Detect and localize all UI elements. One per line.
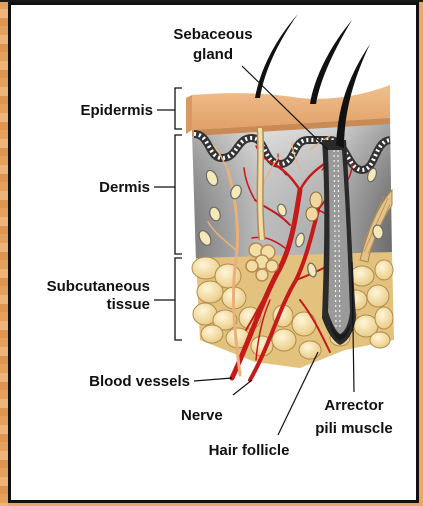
- blood-vessels-label: Blood vessels: [89, 373, 190, 390]
- subcutaneous-label: Subcutaneous: [47, 278, 150, 295]
- sebaceous-gland-label-2: gland: [193, 46, 233, 63]
- sebaceous-gland-label: Sebaceous: [173, 26, 252, 43]
- subcutaneous-layer: [192, 252, 394, 368]
- dermis-label: Dermis: [99, 179, 150, 196]
- layer-brackets: [175, 88, 182, 340]
- arrector-pili-label: Arrector: [324, 397, 383, 414]
- arrector-pili-label-2: pili muscle: [315, 420, 393, 437]
- nerve-label: Nerve: [181, 407, 223, 424]
- subcutaneous-label-2: tissue: [107, 296, 150, 313]
- epidermis-label: Epidermis: [80, 102, 153, 119]
- hair-follicle-label: Hair follicle: [209, 442, 290, 459]
